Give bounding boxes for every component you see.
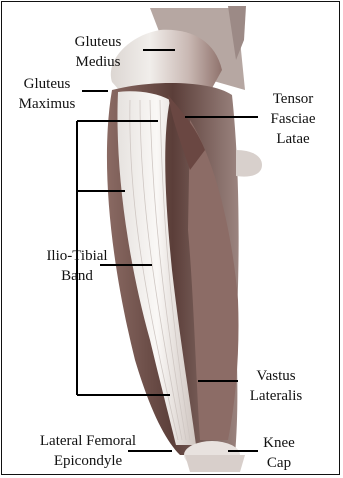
label-vastus-lateralis: Vastus Lateralis (236, 366, 316, 406)
label-lateral-femoral-epicondyle: Lateral Femoral Epicondyle (22, 431, 154, 471)
label-epicondyle-line2: Epicondyle (22, 451, 154, 471)
label-ilio-tibial-band: Ilio-Tibial Band (34, 246, 120, 286)
hip-protrusion (236, 150, 262, 177)
label-tensor-line1: Tensor (258, 89, 328, 109)
label-knee-cap-line2: Cap (254, 453, 304, 473)
label-gluteus-medius-line1: Gluteus (50, 32, 146, 52)
label-gluteus-maximus: Gluteus Maximus (6, 74, 88, 114)
label-itb-line1: Ilio-Tibial (34, 246, 120, 266)
label-tensor-line2: Fasciae (258, 109, 328, 129)
label-gluteus-medius-line2: Medius (50, 52, 146, 72)
label-itb-line2: Band (34, 266, 120, 286)
label-epicondyle-line1: Lateral Femoral (22, 431, 154, 451)
label-tensor-fasciae-latae: Tensor Fasciae Latae (258, 89, 328, 149)
label-vastus-line1: Vastus (236, 366, 316, 386)
label-vastus-line2: Lateralis (236, 386, 316, 406)
label-knee-cap-line1: Knee (254, 433, 304, 453)
label-tensor-line3: Latae (258, 129, 328, 149)
label-gluteus-maximus-line2: Maximus (6, 94, 88, 114)
label-gluteus-maximus-line1: Gluteus (6, 74, 88, 94)
label-gluteus-medius: Gluteus Medius (50, 32, 146, 72)
label-knee-cap: Knee Cap (254, 433, 304, 473)
lower-leg-stub (185, 455, 245, 472)
